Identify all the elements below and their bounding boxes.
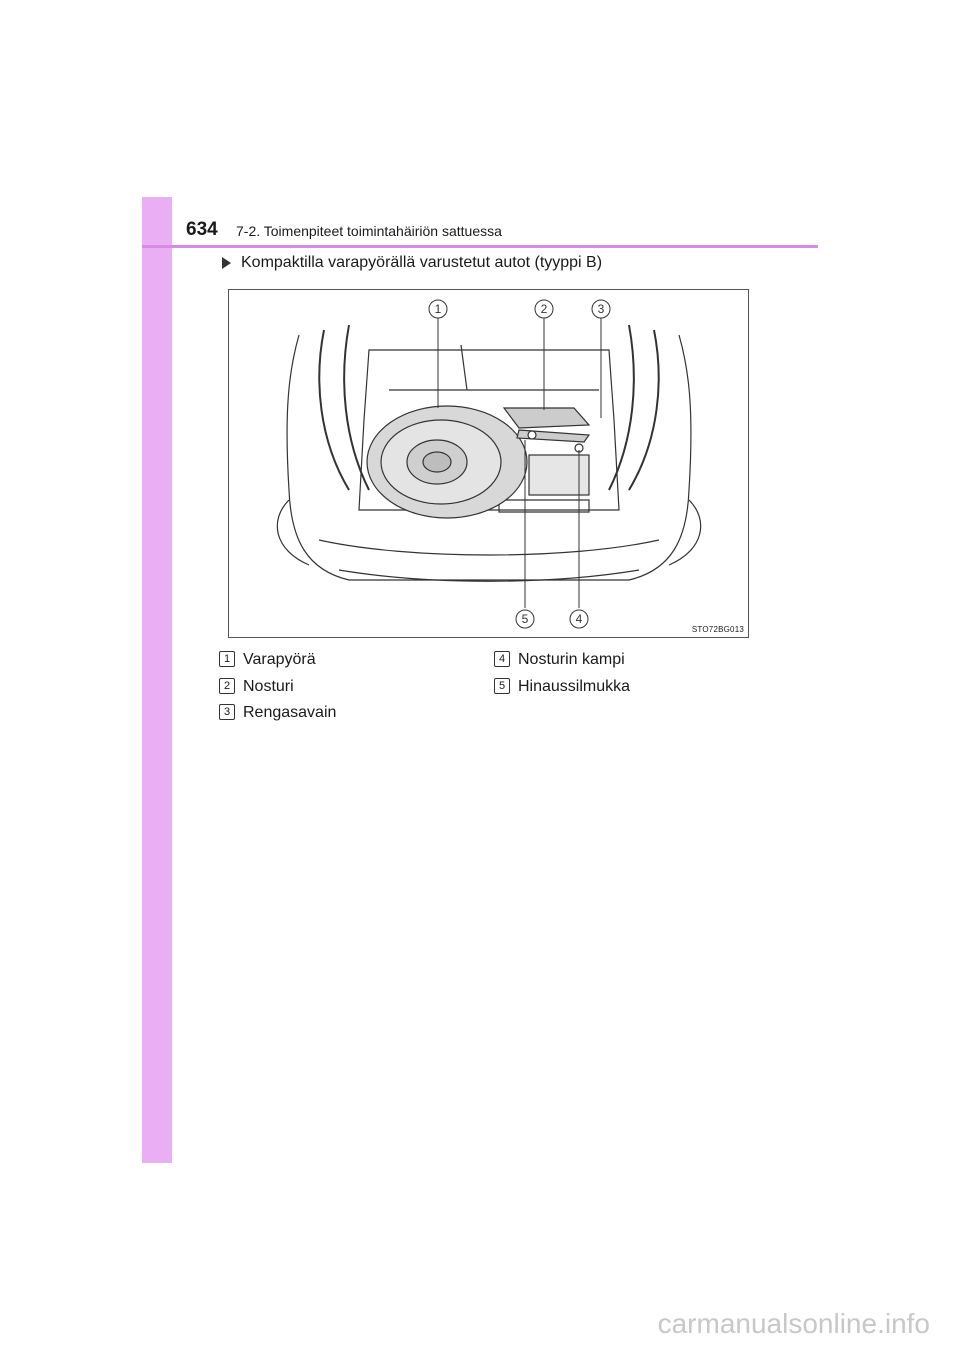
header-divider xyxy=(142,245,818,248)
legend-number: 2 xyxy=(219,678,235,694)
legend-label: Rengasavain xyxy=(243,704,337,721)
legend-label: Nosturi xyxy=(243,678,294,695)
callout-3: 3 xyxy=(598,302,605,316)
callout-4: 4 xyxy=(576,612,583,626)
sidebar-tab xyxy=(142,197,172,1163)
page-number: 634 xyxy=(186,219,218,240)
legend-number: 1 xyxy=(219,651,235,667)
legend-item-4: 4 Nosturin kampi xyxy=(494,650,625,668)
section-heading-text: Kompaktilla varapyörällä varustetut auto… xyxy=(241,254,603,271)
watermark: carmanualsonline.info xyxy=(657,1308,930,1339)
legend-number: 4 xyxy=(494,651,510,667)
legend-number: 3 xyxy=(219,704,235,720)
legend-item-2: 2 Nosturi xyxy=(219,677,294,695)
figure-code: STO72BG013 xyxy=(691,625,744,634)
legend-label: Varapyörä xyxy=(243,651,316,668)
callout-5: 5 xyxy=(522,612,529,626)
section-title: 7-2. Toimenpiteet toimintahäiriön sattue… xyxy=(236,223,502,239)
legend-item-3: 3 Rengasavain xyxy=(219,703,336,721)
legend-label: Hinaussilmukka xyxy=(518,678,631,695)
legend-label: Nosturin kampi xyxy=(518,651,625,668)
legend-number: 5 xyxy=(494,678,510,694)
callout-1: 1 xyxy=(435,302,442,316)
section-heading: Kompaktilla varapyörällä varustetut auto… xyxy=(222,254,602,272)
trunk-illustration: 1 2 3 5 4 STO72BG013 xyxy=(228,289,749,638)
triangle-bullet-icon xyxy=(222,257,231,269)
trunk-drawing: 1 2 3 5 4 xyxy=(276,299,702,629)
callout-2: 2 xyxy=(541,302,548,316)
legend-item-5: 5 Hinaussilmukka xyxy=(494,677,630,695)
legend-item-1: 1 Varapyörä xyxy=(219,650,316,668)
